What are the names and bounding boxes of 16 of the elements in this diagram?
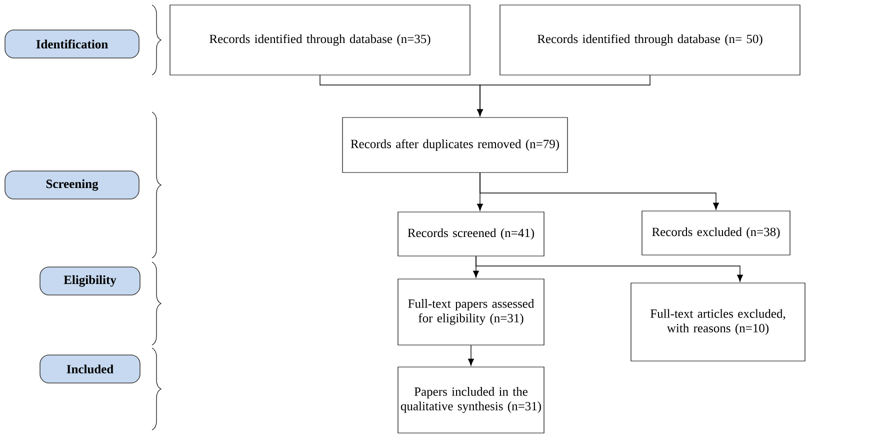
stage-label: Eligibility	[40, 266, 140, 296]
process-box: Records identified through database (n= 50)	[500, 4, 800, 76]
process-box: Full-text articles excluded, with reasons (n=10)	[630, 282, 806, 362]
process-box: Records screened (n=41)	[398, 212, 544, 256]
arrow	[480, 172, 719, 210]
arrow	[468, 344, 474, 366]
process-box: Records identified through database (n=35)	[170, 4, 470, 76]
process-box: Papers included in the qualitative synthesis (n=31)	[398, 366, 544, 434]
stage-label: Identification	[4, 30, 140, 58]
process-box: Full-text papers assessed for eligibility (n=31)	[398, 278, 544, 346]
stage-label: Screening	[4, 170, 140, 200]
arrow	[476, 256, 743, 282]
arrow	[477, 74, 650, 116]
process-box: Records after duplicates removed (n=79)	[342, 117, 568, 173]
stage-label: Included	[40, 354, 140, 384]
process-box: Records excluded (n=38)	[642, 210, 790, 256]
